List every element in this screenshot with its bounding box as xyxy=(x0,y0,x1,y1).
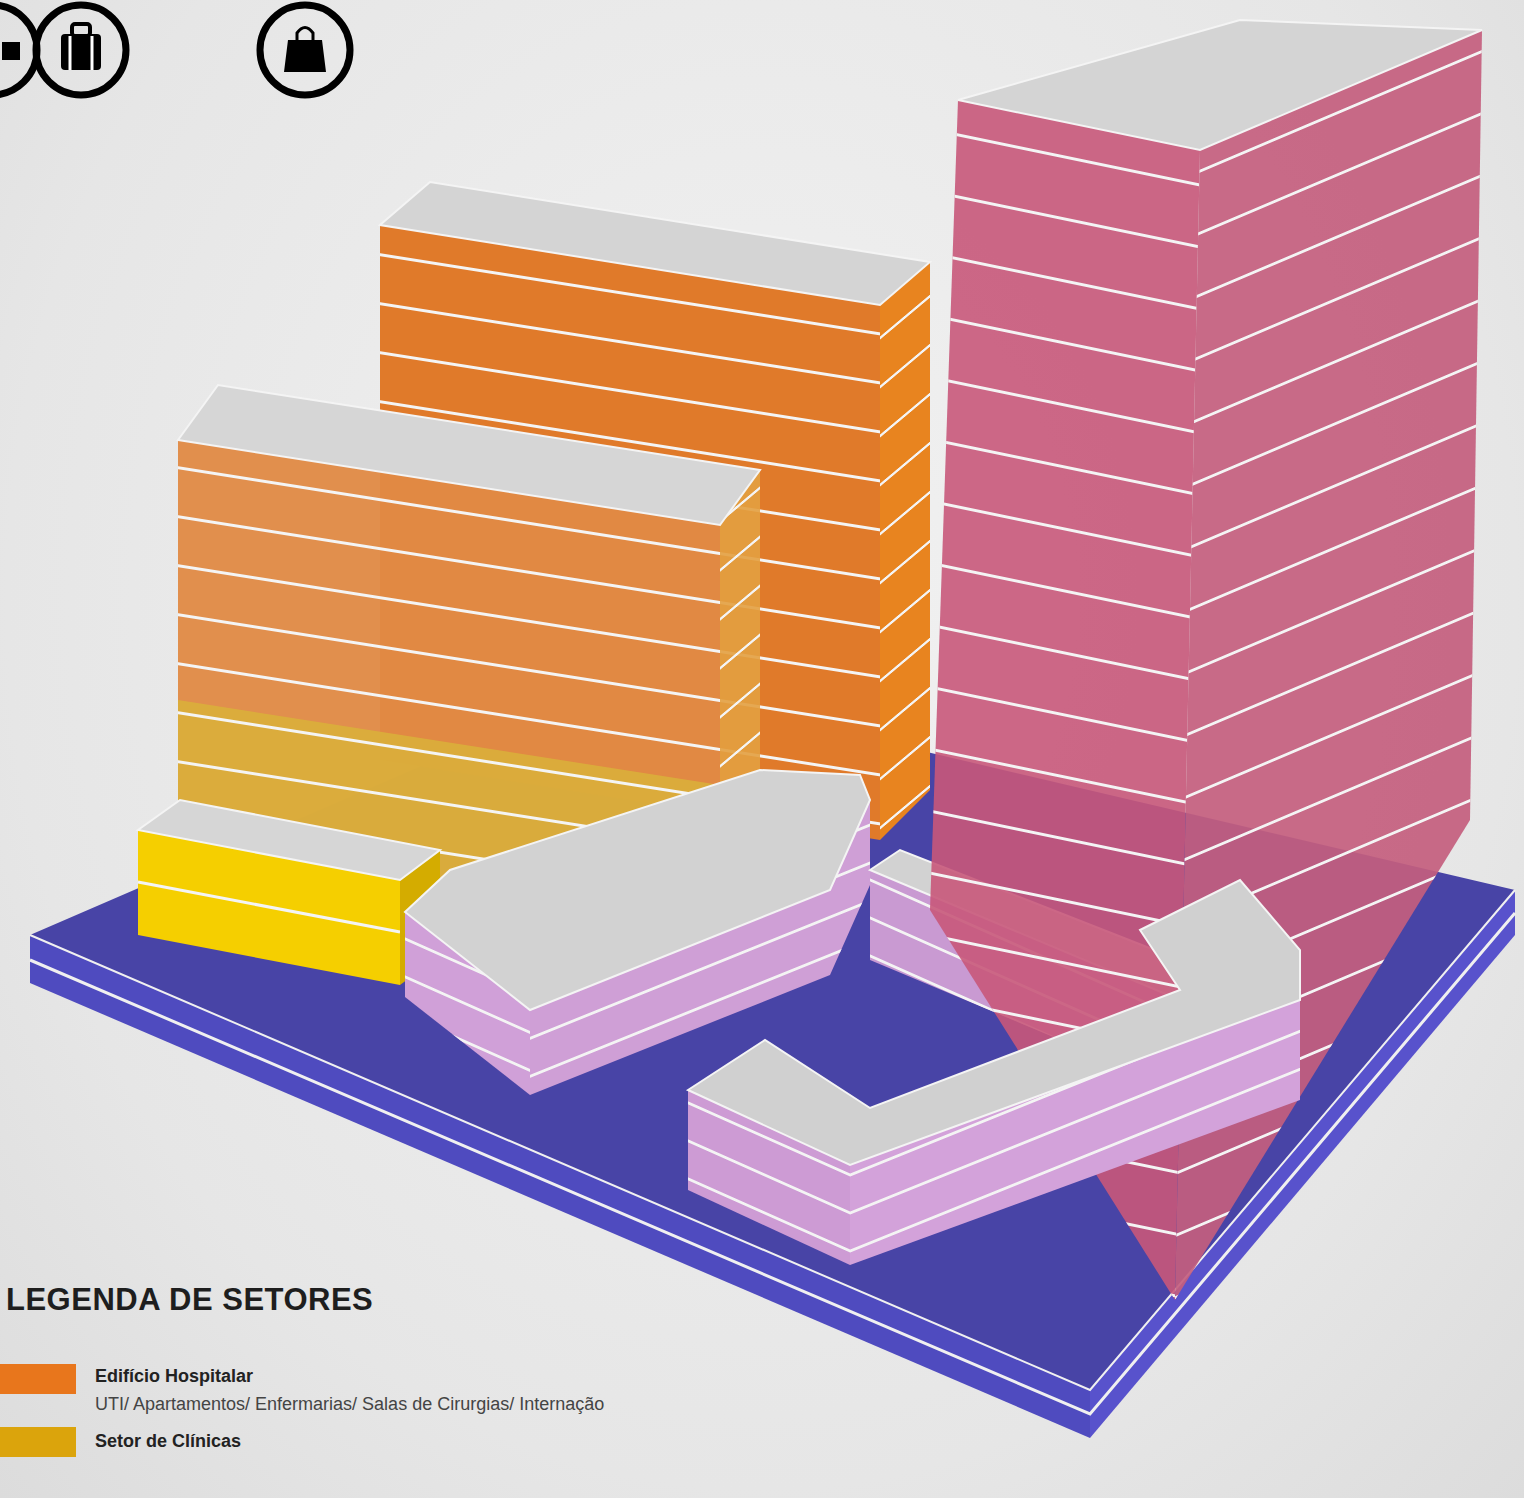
legend-description: UTI/ Apartamentos/ Enfermarias/ Salas de… xyxy=(95,1394,604,1415)
podium-left xyxy=(405,770,870,1095)
clinic-annex xyxy=(138,800,440,985)
legend-swatch xyxy=(0,1427,76,1457)
legend-swatch xyxy=(0,1364,76,1394)
legend-text: Edifício Hospitalar xyxy=(95,1366,253,1387)
legend-title: LEGENDA DE SETORES xyxy=(6,1282,373,1318)
legend-text: Setor de Clínicas xyxy=(95,1431,241,1452)
podium-front xyxy=(688,880,1300,1265)
icon-row xyxy=(0,5,350,95)
